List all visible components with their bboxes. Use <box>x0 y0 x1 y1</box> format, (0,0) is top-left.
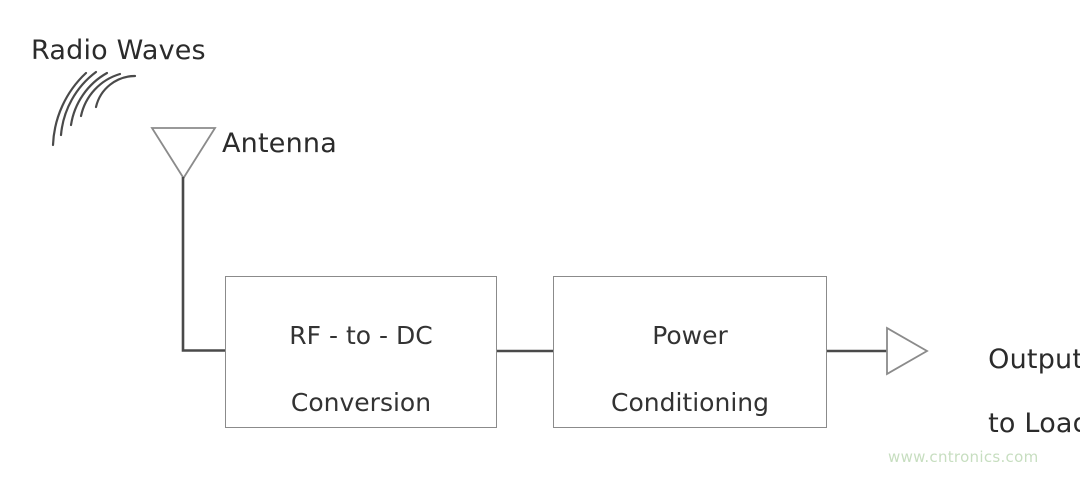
block-rf-to-dc-text: RF - to - DC Conversion <box>289 285 432 419</box>
output-arrow-triangle-icon <box>886 326 929 376</box>
antenna-feed-line <box>181 177 226 352</box>
block-rf-to-dc-line1: RF - to - DC <box>289 320 433 350</box>
antenna-label: Antenna <box>222 128 337 159</box>
block-power-conditioning[interactable]: Power Conditioning <box>553 276 827 428</box>
watermark: www.cntronics.com <box>888 448 1039 466</box>
output-to-load-line2: to Load <box>988 407 1080 439</box>
output-to-load-label: Output to Load <box>953 312 1080 471</box>
block-rf-to-dc-conversion[interactable]: RF - to - DC Conversion <box>225 276 497 428</box>
block-power-conditioning-line2: Conditioning <box>611 387 769 417</box>
output-to-load-line1: Output <box>988 343 1080 375</box>
radio-waves-label: Radio Waves <box>31 35 206 66</box>
radio-wave-arcs-icon <box>51 70 137 147</box>
block-rf-to-dc-line2: Conversion <box>290 387 432 417</box>
block-power-conditioning-line1: Power <box>652 320 728 350</box>
block-power-conditioning-text: Power Conditioning <box>611 285 769 419</box>
antenna-triangle-icon <box>150 127 217 180</box>
